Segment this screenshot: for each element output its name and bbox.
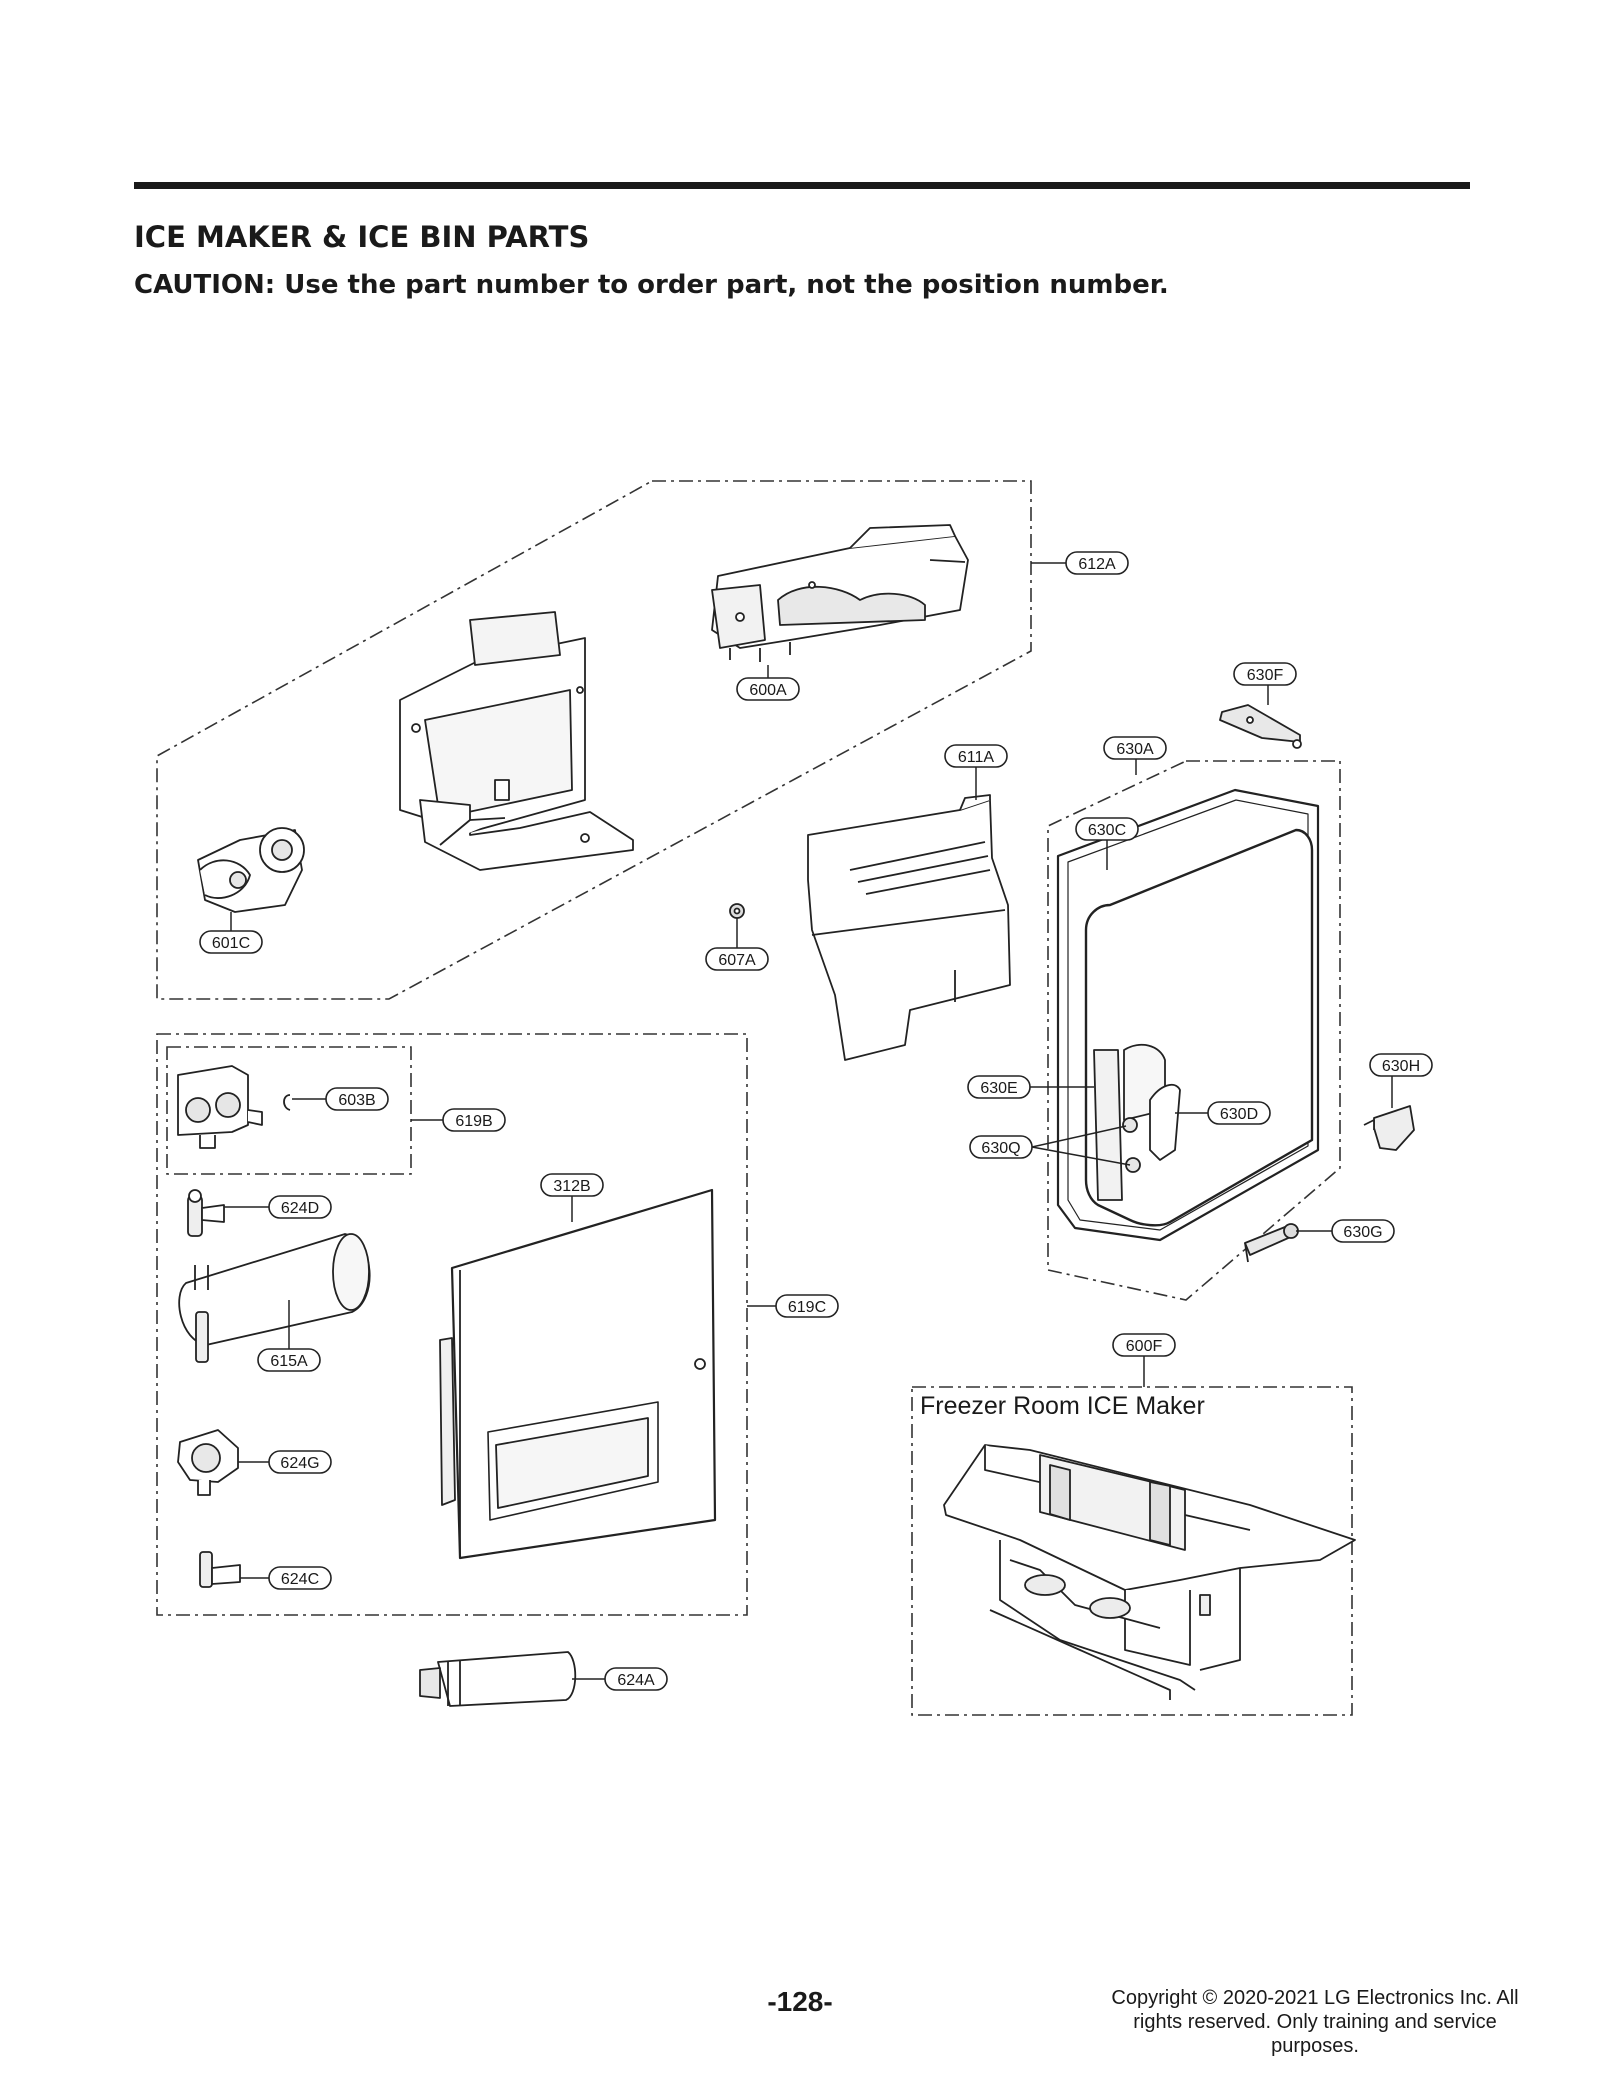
callout-607a-label: 607A bbox=[718, 952, 756, 969]
water-valve-part bbox=[177, 1065, 291, 1149]
callout-624c-label: 624C bbox=[281, 1571, 319, 1588]
callout-600a-label: 600A bbox=[749, 682, 787, 699]
callout-624d-bubble bbox=[268, 1195, 332, 1219]
caution-note: CAUTION: Use the part number to order pa… bbox=[134, 270, 1169, 300]
freezer-room-ice-maker-part bbox=[943, 1444, 1356, 1700]
callout-600a-bubble bbox=[736, 677, 800, 701]
ice-bin-cover-part bbox=[807, 794, 1011, 1061]
callout-624a-bubble bbox=[604, 1667, 668, 1691]
dispenser-assembly-boundary bbox=[156, 1033, 748, 1616]
callout-624a-label: 624A bbox=[617, 1672, 655, 1689]
door-hinge-part bbox=[1244, 1223, 1299, 1263]
motor-part bbox=[197, 827, 305, 913]
callout-630e-bubble bbox=[967, 1075, 1031, 1099]
callout-630h-bubble bbox=[1369, 1053, 1433, 1077]
callout-630f-bubble bbox=[1233, 662, 1297, 686]
callout-630g-label: 630G bbox=[1343, 1224, 1382, 1241]
header-rule bbox=[134, 182, 1470, 189]
ice-maker-assembly-boundary bbox=[156, 480, 1032, 1000]
callout-619c-bubble bbox=[775, 1294, 839, 1318]
ice-bin-door-boundary bbox=[1047, 760, 1341, 1301]
callout-601c-label: 601C bbox=[212, 935, 250, 952]
callout-630c-label: 630C bbox=[1088, 822, 1126, 839]
callout-611a-bubble bbox=[944, 744, 1008, 768]
door-clip-part bbox=[1363, 1105, 1415, 1151]
callout-607a-bubble bbox=[705, 947, 769, 971]
water-valve-subgroup-boundary bbox=[166, 1046, 412, 1175]
callout-601c-bubble bbox=[199, 930, 263, 954]
callout-624c-bubble bbox=[268, 1566, 332, 1590]
callout-630h-label: 630H bbox=[1382, 1058, 1420, 1075]
callout-603b-bubble bbox=[325, 1087, 389, 1111]
callout-600f-label: 600F bbox=[1126, 1338, 1163, 1355]
ice-maker-unit-part bbox=[711, 524, 969, 662]
callout-603b-label: 603B bbox=[338, 1092, 375, 1109]
callout-612a-label: 612A bbox=[1078, 556, 1116, 573]
callout-615a-label: 615A bbox=[270, 1353, 308, 1370]
freezer-ice-maker-boundary bbox=[911, 1386, 1353, 1716]
screw-part bbox=[729, 903, 745, 919]
door-lever-part bbox=[1122, 1083, 1181, 1173]
callout-312b-bubble bbox=[540, 1173, 604, 1197]
callout-630a-label: 630A bbox=[1116, 741, 1154, 758]
elbow-fitting-part bbox=[199, 1551, 241, 1588]
fitting-624d-part bbox=[187, 1189, 225, 1237]
callout-630d-bubble bbox=[1207, 1101, 1271, 1125]
page-title: ICE MAKER & ICE BIN PARTS bbox=[134, 220, 590, 254]
callout-624d-label: 624D bbox=[281, 1200, 319, 1217]
callout-624g-label: 624G bbox=[280, 1455, 319, 1472]
dispenser-cover-panel-part bbox=[439, 1188, 717, 1560]
callout-630q-bubble bbox=[969, 1135, 1033, 1159]
copyright-notice: Copyright © 2020-2021 LG Electronics Inc… bbox=[1111, 1987, 1519, 2057]
callout-630e-label: 630E bbox=[980, 1080, 1017, 1097]
callout-630q-label: 630Q bbox=[981, 1140, 1020, 1157]
callout-630a-bubble bbox=[1103, 736, 1167, 760]
callout-312b-label: 312B bbox=[553, 1178, 590, 1195]
door-hinge-bracket-part bbox=[1219, 704, 1302, 749]
callout-619c-label: 619C bbox=[788, 1299, 826, 1316]
water-filter-part bbox=[178, 1233, 371, 1363]
ice-bin-door-part bbox=[1056, 788, 1320, 1242]
callout-630d-label: 630D bbox=[1220, 1106, 1258, 1123]
callout-624g-bubble bbox=[268, 1450, 332, 1474]
callout-619b-label: 619B bbox=[455, 1113, 492, 1130]
valve-624g-part bbox=[177, 1429, 239, 1496]
callout-630f-label: 630F bbox=[1247, 667, 1284, 684]
page-number: -128- bbox=[767, 1986, 833, 2017]
callout-615a-bubble bbox=[257, 1348, 321, 1372]
freezer-room-ice-maker-label: Freezer Room ICE Maker bbox=[920, 1392, 1205, 1420]
callout-630g-bubble bbox=[1331, 1219, 1395, 1243]
callout-612a-bubble bbox=[1065, 551, 1129, 575]
ice-maker-bracket-part bbox=[399, 611, 634, 871]
callout-611a-label: 611A bbox=[958, 749, 995, 766]
callout-619b-bubble bbox=[442, 1108, 506, 1132]
callout-630c-bubble bbox=[1075, 817, 1139, 841]
filter-bypass-part bbox=[419, 1651, 577, 1707]
callout-600f-bubble bbox=[1112, 1333, 1176, 1357]
